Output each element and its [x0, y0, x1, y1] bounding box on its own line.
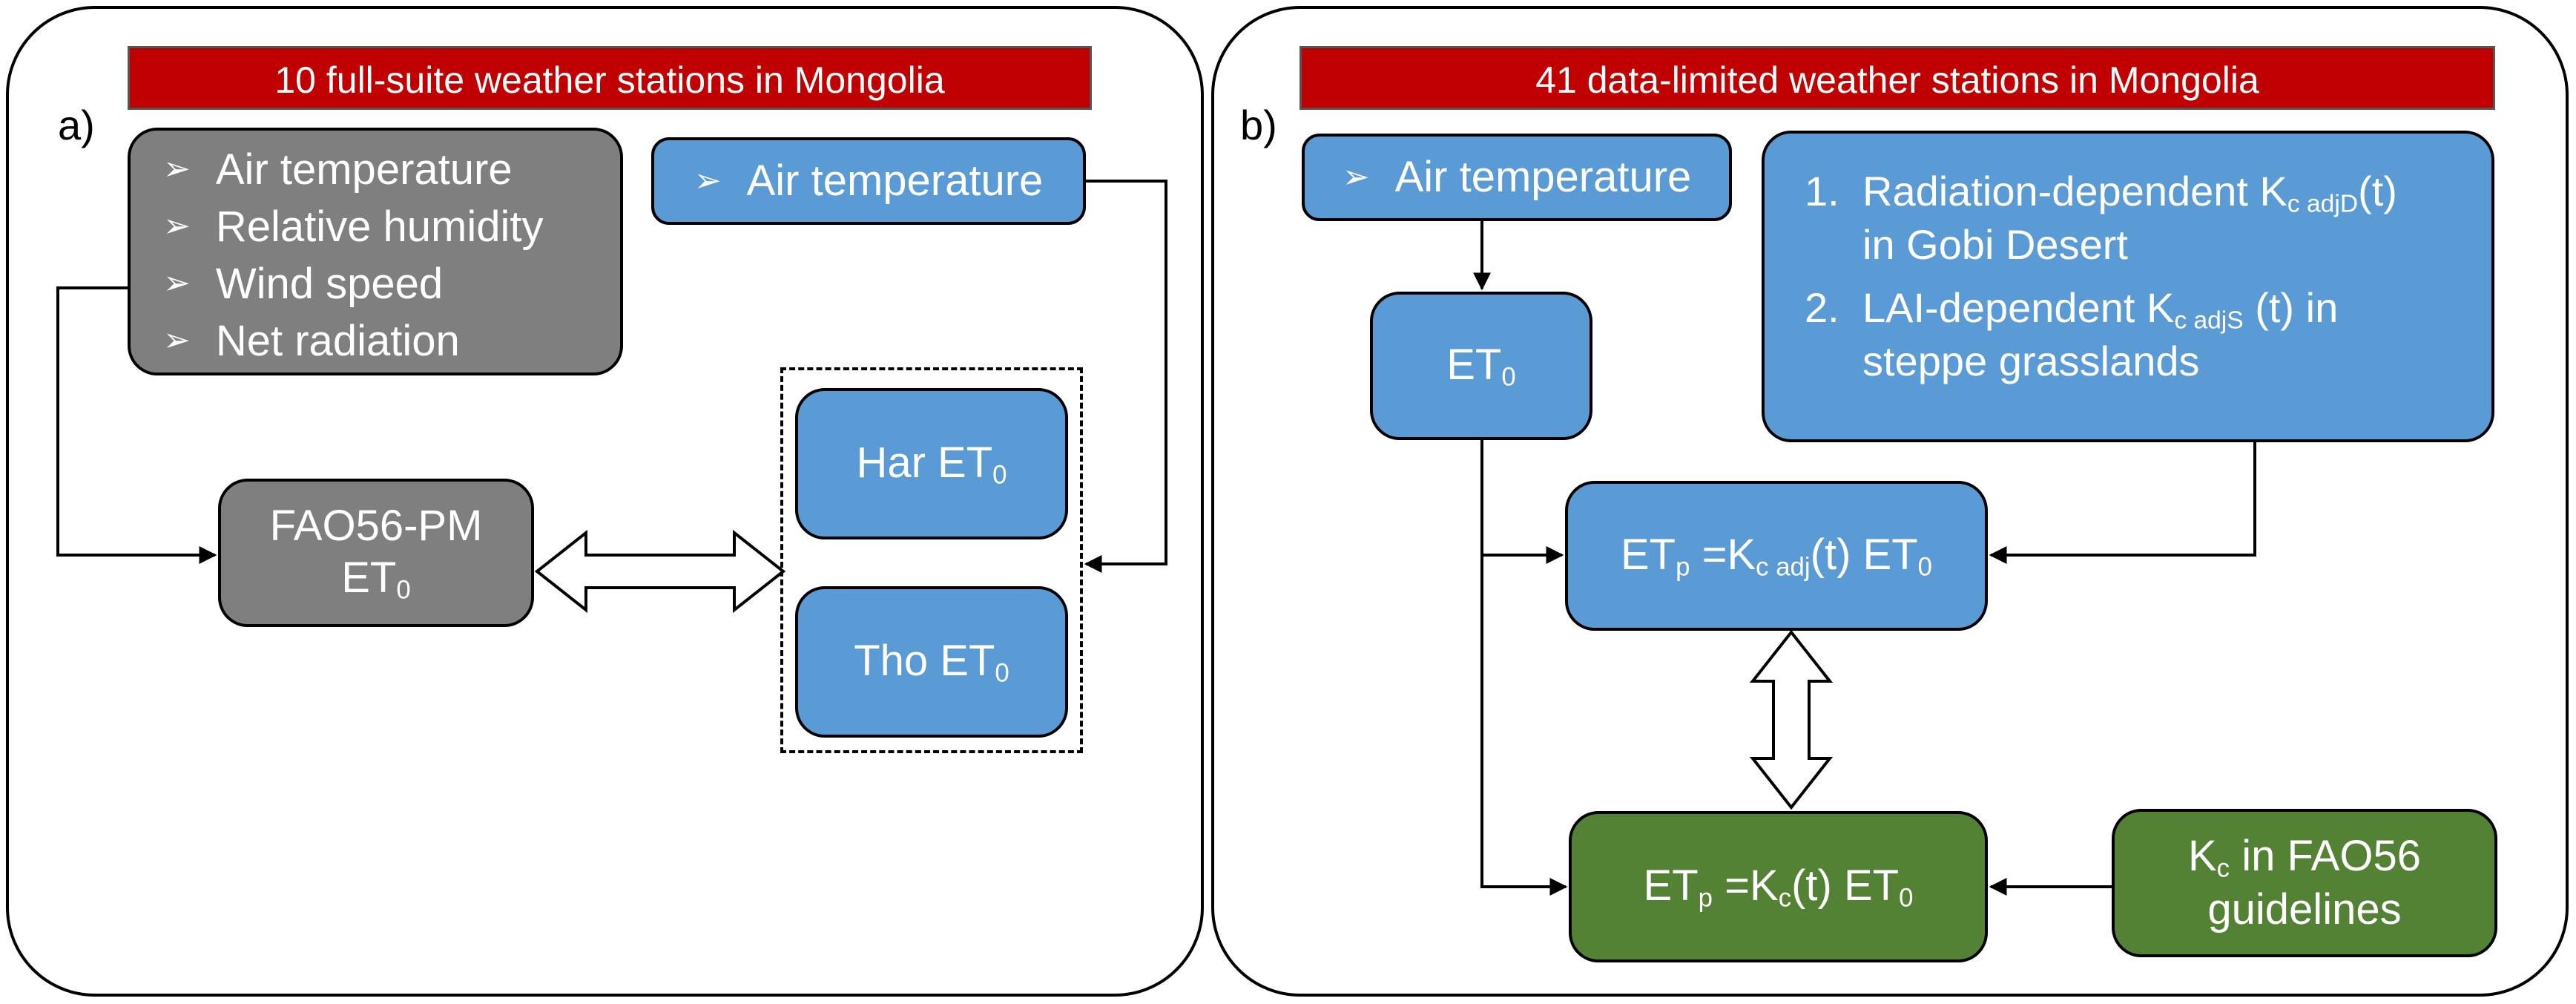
panel-a-banner: 10 full-suite weather stations in Mongol…	[128, 46, 1092, 110]
tho-et0-box: Tho ET0	[795, 586, 1068, 738]
arrow-et0-to-etp-adj	[1480, 440, 1564, 564]
empirical-methods-group	[780, 367, 1083, 753]
panel-b-banner: 41 data-limited weather stations in Mong…	[1299, 46, 2495, 110]
comparison-arrow-a	[534, 529, 786, 614]
etp-kc-adj-box: ETp =Kc adj(t) ET0	[1565, 481, 1988, 631]
arrow-bullet-icon: ➢	[163, 265, 191, 302]
arrow-bullet-icon: ➢	[163, 322, 191, 359]
arrow-airtemp-to-group	[1084, 180, 1167, 573]
input-item: ➢Net radiation	[163, 316, 460, 365]
air-temperature-box-b: ➢Air temperature	[1302, 134, 1732, 221]
arrow-bullet-icon: ➢	[1342, 158, 1370, 195]
panel-b-label: b)	[1240, 102, 1277, 148]
input-item: ➢Relative humidity	[163, 202, 544, 251]
arrow-bullet-icon: ➢	[163, 151, 191, 188]
kc-adj-methods-box: 1. Radiation-dependent Kc adjD(t)in Gobi…	[1762, 131, 2494, 442]
arrow-bullet-icon: ➢	[163, 208, 191, 245]
et0-box: ET0	[1370, 292, 1592, 440]
arrow-bullet-icon: ➢	[694, 162, 722, 199]
comparison-arrow-b	[1749, 629, 1834, 810]
input-item: ➢Air temperature	[163, 145, 513, 194]
method-item-radiation: 1. Radiation-dependent Kc adjD(t)in Gobi…	[1805, 168, 2397, 268]
air-temperature-box-a: ➢Air temperature	[651, 137, 1086, 225]
full-suite-inputs-box: ➢Air temperature ➢Relative humidity ➢Win…	[128, 128, 623, 375]
panel-a-label: a)	[58, 102, 95, 148]
arrow-inputs-to-fao	[56, 286, 217, 564]
arrow-methods-to-etp-adj	[1989, 442, 2256, 564]
arrow-et0-to-etp-fao	[1480, 555, 1568, 896]
etp-kc-fao-box: ETp =Kc(t) ET0	[1569, 811, 1988, 962]
har-et0-box: Har ET0	[795, 388, 1068, 539]
input-item: ➢Wind speed	[163, 259, 444, 308]
